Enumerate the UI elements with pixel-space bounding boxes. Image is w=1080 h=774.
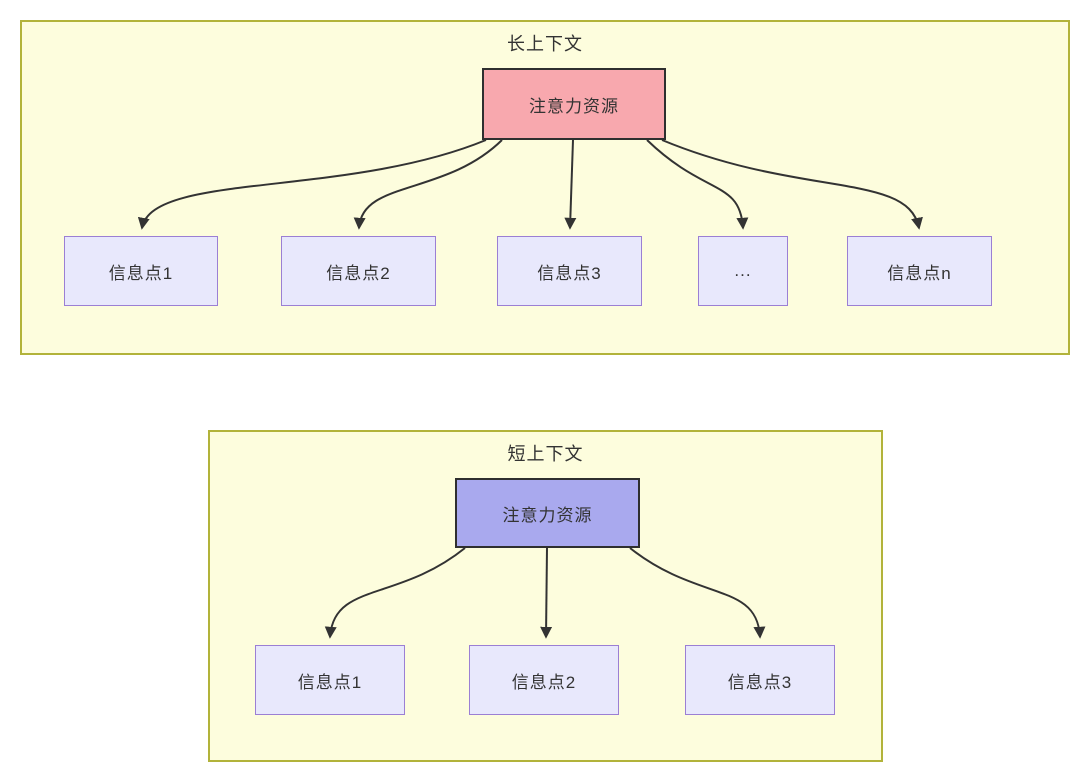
short-info-point-3-label: 信息点3 — [727, 672, 793, 692]
short-info-point-1-label: 信息点1 — [297, 672, 363, 692]
short-info-point-3-node: 信息点3 — [685, 645, 835, 715]
long-context-title: 长上下文 — [507, 34, 583, 54]
long-attention-resource-node: 注意力资源 — [482, 68, 666, 140]
long-info-point-2-label: 信息点2 — [326, 263, 391, 283]
long-info-point-2-node: 信息点2 — [281, 236, 436, 306]
long-info-point-ellipsis-label: ... — [734, 261, 752, 280]
long-info-point-3-node: 信息点3 — [497, 236, 642, 306]
long-info-point-3-label: 信息点3 — [537, 263, 602, 283]
short-attention-resource-label: 注意力资源 — [502, 505, 593, 525]
long-attention-resource-label: 注意力资源 — [529, 96, 619, 116]
long-info-point-ellipsis-node: ... — [698, 236, 788, 306]
short-info-point-2-label: 信息点2 — [511, 672, 577, 692]
long-info-point-1-node: 信息点1 — [64, 236, 218, 306]
short-info-point-1-node: 信息点1 — [255, 645, 405, 715]
short-context-title: 短上下文 — [507, 444, 584, 464]
long-info-point-1-label: 信息点1 — [108, 263, 174, 283]
long-info-point-n-label: 信息点n — [887, 263, 952, 283]
short-info-point-2-node: 信息点2 — [469, 645, 619, 715]
short-attention-resource-node: 注意力资源 — [455, 478, 640, 548]
long-info-point-n-node: 信息点n — [847, 236, 992, 306]
